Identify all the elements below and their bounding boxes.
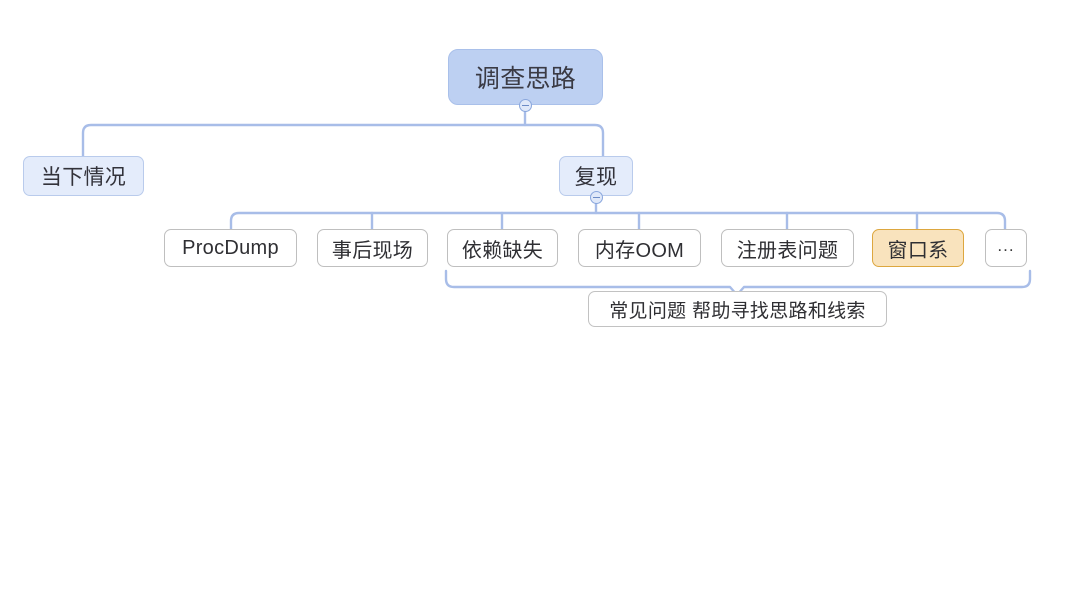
collapse-toggle-reproduce[interactable] <box>590 191 603 204</box>
node-leaf-label: ProcDump <box>182 236 279 259</box>
node-leaf-label: 事后现场 <box>331 239 414 262</box>
node-leaf-label: 依赖缺失 <box>461 239 544 262</box>
node-leaf-memory-oom[interactable]: 内存OOM <box>578 229 701 267</box>
collapse-toggle-root[interactable] <box>519 99 532 112</box>
node-leaf-window-system[interactable]: 窗口系 <box>872 229 964 267</box>
node-leaf-procdump[interactable]: ProcDump <box>164 229 297 267</box>
node-leaf-registry-issue[interactable]: 注册表问题 <box>721 229 854 267</box>
node-leaf-missing-dependency[interactable]: 依赖缺失 <box>447 229 558 267</box>
node-branch-label: 当下情况 <box>40 166 127 189</box>
node-root-label: 调查思路 <box>474 65 577 93</box>
minus-icon <box>593 196 600 199</box>
node-root[interactable]: 调查思路 <box>448 49 603 105</box>
node-leaf-label: ... <box>997 236 1015 255</box>
node-leaf-label: 注册表问题 <box>736 239 839 262</box>
edge-root-bar <box>81 123 605 159</box>
node-branch-label: 复现 <box>574 166 618 189</box>
node-summary-common-issues[interactable]: 常见问题 帮助寻找思路和线索 <box>588 291 887 327</box>
node-branch-current-situation[interactable]: 当下情况 <box>23 156 144 196</box>
node-branch-reproduce[interactable]: 复现 <box>559 156 633 196</box>
node-leaf-more[interactable]: ... <box>985 229 1027 267</box>
node-summary-label: 常见问题 帮助寻找思路和线索 <box>609 300 866 322</box>
node-leaf-post-mortem-scene[interactable]: 事后现场 <box>317 229 428 267</box>
edge-leaf-bar <box>229 211 1007 231</box>
node-leaf-label: 内存OOM <box>594 239 685 262</box>
minus-icon <box>522 104 529 107</box>
node-leaf-label: 窗口系 <box>887 239 949 262</box>
